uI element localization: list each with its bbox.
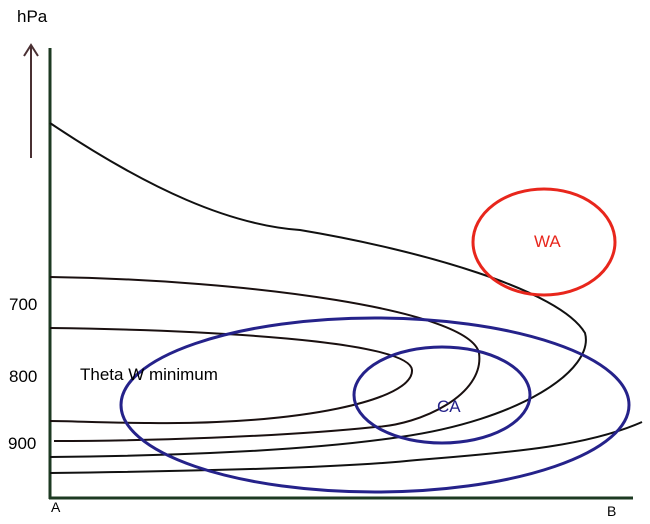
cold-advection-ellipse: [352, 345, 532, 445]
x-end-label: B: [607, 503, 617, 519]
tick-800: 800: [9, 367, 38, 386]
arrow-head-icon: [23, 43, 39, 57]
isentrope-2: [49, 276, 481, 442]
isentrope-1: [49, 122, 587, 458]
isentrope-3: [49, 327, 414, 425]
tick-900: 900: [8, 434, 37, 453]
wa-label: WA: [534, 232, 561, 251]
isentrope-4: [49, 421, 643, 474]
x-start-label: A: [51, 499, 61, 515]
minimum-region-ellipse: [119, 316, 631, 494]
warm-advection-ellipse: [471, 187, 617, 297]
tick-700: 700: [9, 295, 38, 314]
ca-label: CA: [437, 397, 461, 416]
minimum-label: Theta W minimum: [80, 365, 218, 384]
y-axis-unit: hPa: [17, 7, 48, 26]
